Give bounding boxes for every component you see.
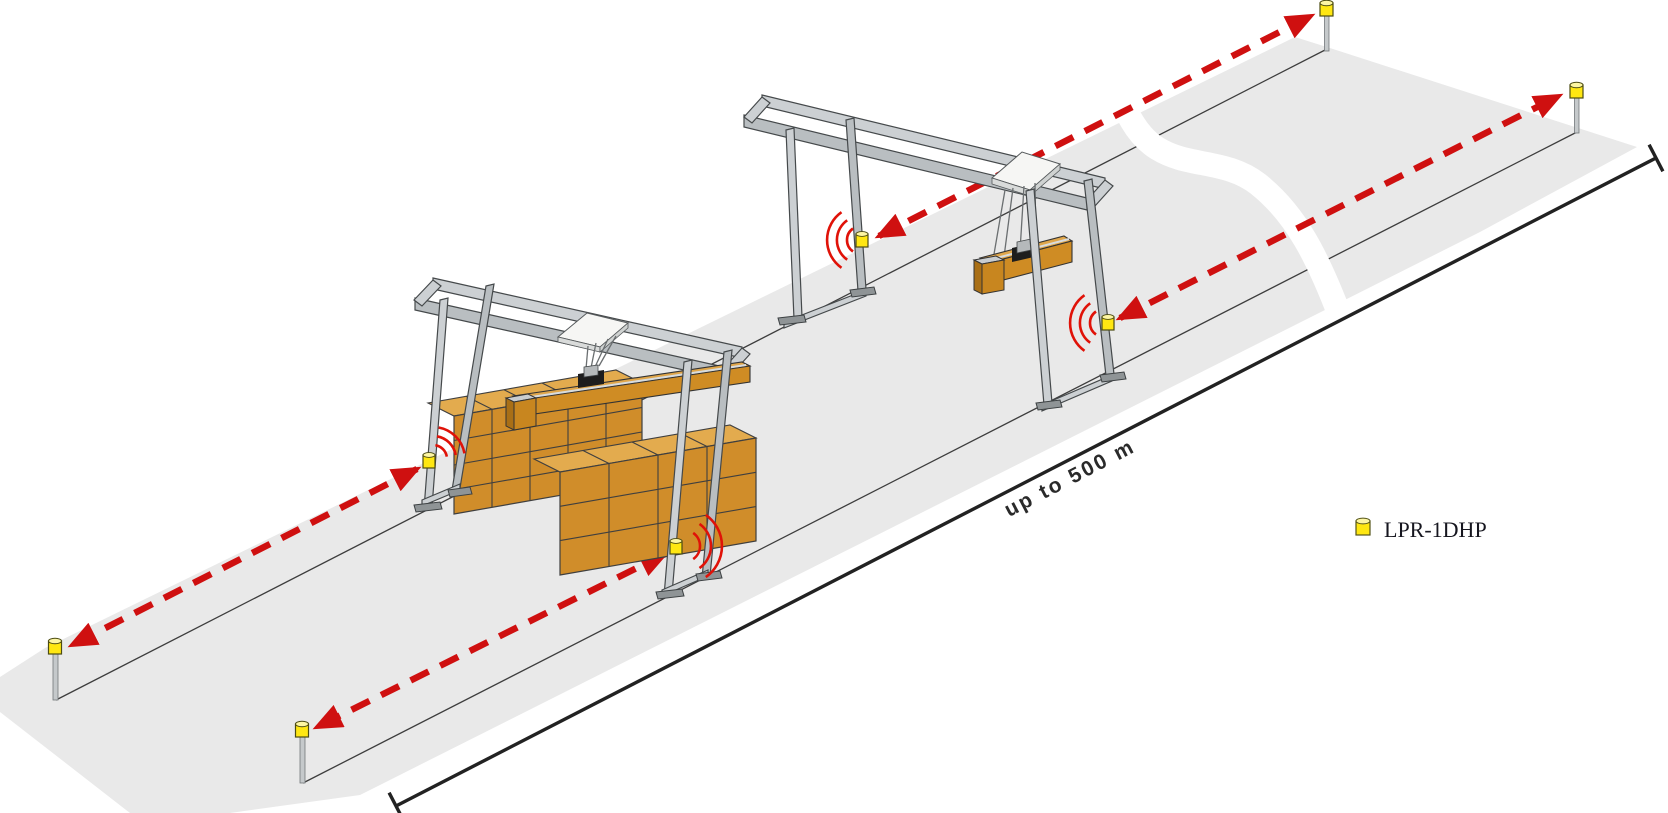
crane2-left-signal-arcs [825, 211, 854, 269]
legend: LPR-1DHP [1355, 517, 1487, 542]
crane1-left-sensor [422, 452, 436, 469]
measurement-arrow-4 [1115, 93, 1564, 321]
lpr-sensor-cylinder-icon [1355, 517, 1371, 536]
lpr-sensor-icon [294, 720, 310, 738]
measurement-arrow-3 [874, 13, 1316, 239]
crane1-right-signal-arcs [692, 513, 724, 579]
crane2-left-support [777, 117, 877, 329]
suspended-load [972, 235, 1074, 295]
crane1-hoist-cables [585, 335, 617, 370]
dimension-tick-end [1647, 143, 1665, 173]
ground-strip [0, 37, 1637, 813]
measurement-arrows [67, 13, 1564, 730]
lpr-sensor-icon [47, 637, 63, 655]
crane1-left-signal-arcs [435, 426, 466, 457]
lpr-sensor-icon [1319, 0, 1334, 17]
gantry-crane-2 [743, 94, 1127, 412]
reference-post-3 [1319, 0, 1334, 52]
dimension-tick-start [387, 791, 402, 813]
gantry-crane-1 [413, 277, 758, 600]
reference-posts [47, 0, 1584, 784]
reference-post-1 [47, 637, 63, 701]
legend-label: LPR-1DHP [1384, 517, 1487, 542]
lpr-sensor-icon [1569, 81, 1584, 99]
crane2-left-sensor [855, 231, 869, 248]
crane2-top-frame [743, 94, 1114, 211]
crane1-right-sensor [669, 538, 683, 555]
crane2-right-signal-arcs [1068, 294, 1097, 352]
reference-post-4 [1569, 81, 1584, 134]
crane1-trolley [556, 312, 630, 353]
crane1-right-support [655, 349, 733, 600]
crane2-right-sensor [1101, 314, 1115, 331]
reference-post-2 [294, 720, 310, 784]
crane2-trolley [990, 151, 1062, 197]
